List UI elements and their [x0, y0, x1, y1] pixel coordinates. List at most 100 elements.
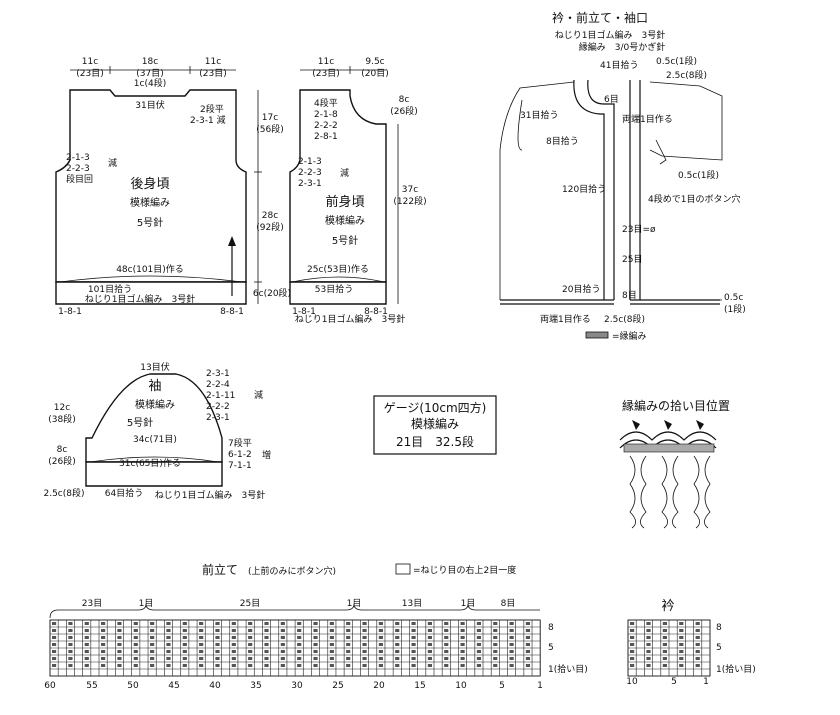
- band-cell-mark: [525, 629, 531, 632]
- band-cell-mark: [378, 636, 383, 639]
- band-cell-mark: [231, 643, 236, 646]
- sleeve-cap-5: 2-3-1: [206, 413, 230, 423]
- band-cell-mark: [525, 643, 531, 646]
- front-neck-3: 2-2-2: [314, 121, 338, 131]
- back-shoulder-2: 2-3-1 減: [190, 114, 226, 126]
- collar-cell-mark: [630, 664, 635, 667]
- back-width-left: 11c: [82, 57, 98, 67]
- front-rib-pickup: 53目拾う: [315, 283, 353, 295]
- collar-band-title: 衿・前立て・袖口: [552, 10, 648, 25]
- band-cell-mark: [329, 657, 334, 660]
- front-armhole-3: 2-3-1: [298, 179, 322, 189]
- collar-cell-mark: [646, 650, 651, 653]
- band-cell-mark: [52, 657, 57, 660]
- band-cell-mark: [525, 622, 531, 625]
- band-cell-mark: [427, 657, 432, 660]
- front-armhole-mark: 減: [340, 167, 349, 179]
- back-rib-mark-left: 1-8-1: [58, 307, 82, 317]
- sleeve-cast-on: 31c(65目)作る: [119, 457, 181, 469]
- band-cell-mark: [280, 629, 285, 632]
- band-cell-mark: [248, 664, 253, 667]
- band-cell-mark: [493, 629, 498, 632]
- band-cell-mark: [297, 664, 302, 667]
- back-title: 後身頃: [130, 176, 169, 192]
- sleeve-top-bindoff: 13目伏: [140, 361, 169, 373]
- sleeve-inc-3: 7-1-1: [228, 461, 252, 471]
- band-cell-mark: [460, 657, 465, 660]
- band-cell-mark: [150, 622, 155, 625]
- band-cell-mark: [329, 629, 334, 632]
- collar-center: 6目: [604, 94, 619, 105]
- band-cell-mark: [199, 650, 204, 653]
- back-armhole-mark: 減: [108, 157, 117, 169]
- band-cell-mark: [362, 629, 367, 632]
- collar-cell-mark: [646, 643, 651, 646]
- collar-cell-mark: [630, 629, 635, 632]
- back-armhole-3: 段目回: [66, 173, 93, 185]
- sleeve-needle: 5号針: [127, 416, 153, 429]
- band-cell-mark: [411, 636, 416, 639]
- band-cell-mark: [133, 622, 138, 625]
- band-cell-mark: [378, 629, 383, 632]
- band-cell-mark: [231, 622, 236, 625]
- band-cell-mark: [313, 657, 318, 660]
- band-x-label: 5: [499, 681, 505, 691]
- band-cell-mark: [52, 636, 57, 639]
- band-cell-mark: [395, 629, 400, 632]
- front-rib-text: ねじり1目ゴム編み 3号針: [295, 313, 405, 325]
- band-cell-mark: [444, 629, 449, 632]
- sleeve-cap-height: 12c: [54, 403, 70, 413]
- band-cell-mark: [264, 664, 269, 667]
- band-cell-mark: [117, 657, 122, 660]
- band-cell-mark: [166, 657, 171, 660]
- front-neck-height: 8c: [399, 95, 410, 105]
- band-x-label: 60: [44, 681, 56, 691]
- band-cell-mark: [264, 622, 269, 625]
- band-cell-mark: [215, 629, 220, 632]
- band-rows: 2.5c(8段): [604, 313, 645, 325]
- back-stitch: 模様編み: [130, 196, 170, 209]
- band-cell-mark: [411, 629, 416, 632]
- band-cell-mark: [280, 643, 285, 646]
- band-cell-mark: [329, 643, 334, 646]
- band-cell-mark: [264, 629, 269, 632]
- band-cell-mark: [509, 650, 514, 653]
- sleeve-cap-4: 2-2-2: [206, 402, 230, 412]
- front-width-right: 9.5c: [365, 57, 384, 67]
- band-cell-mark: [525, 657, 531, 660]
- collar-width: 0.5c(1段): [656, 55, 697, 67]
- collar-grid: [627, 619, 711, 677]
- front-needle: 5号針: [332, 234, 358, 247]
- band-cell-mark: [444, 622, 449, 625]
- band-cell-mark: [427, 650, 432, 653]
- band-cell-mark: [509, 622, 514, 625]
- front-neck-4: 2-8-1: [314, 132, 338, 142]
- collar-cell-mark: [662, 643, 667, 646]
- band-cell-mark: [166, 643, 171, 646]
- band-cell-mark: [52, 650, 57, 653]
- band-cell-mark: [68, 657, 73, 660]
- band-cell-mark: [525, 636, 531, 639]
- band-cell-mark: [101, 636, 106, 639]
- band-cell-mark: [346, 629, 351, 632]
- back-neck-rise: 1c(4段): [134, 77, 166, 89]
- front-width-left: 11c: [318, 57, 334, 67]
- band-cell-mark: [509, 636, 514, 639]
- mark-25: 25目: [622, 254, 642, 265]
- legend-text: =縁編み: [612, 330, 647, 342]
- collar-x-1: 1: [703, 677, 709, 687]
- band-cell-mark: [362, 636, 367, 639]
- mark-23: 23目=ø: [622, 224, 656, 235]
- band-cell-mark: [84, 622, 89, 625]
- back-body-piece: 11c (23目) 18c (37目) 11c (23目) 1c(4段) 31目…: [55, 57, 291, 317]
- band-cell-mark: [280, 650, 285, 653]
- band-cell-mark: [444, 636, 449, 639]
- band-cell-mark: [476, 643, 482, 646]
- back-width-right: 11c: [205, 57, 221, 67]
- band-cell-mark: [231, 629, 236, 632]
- back-armhole-rows: (56段): [256, 123, 283, 135]
- back-rib-height: 6c(20段): [253, 287, 291, 299]
- band-cell-mark: [101, 629, 106, 632]
